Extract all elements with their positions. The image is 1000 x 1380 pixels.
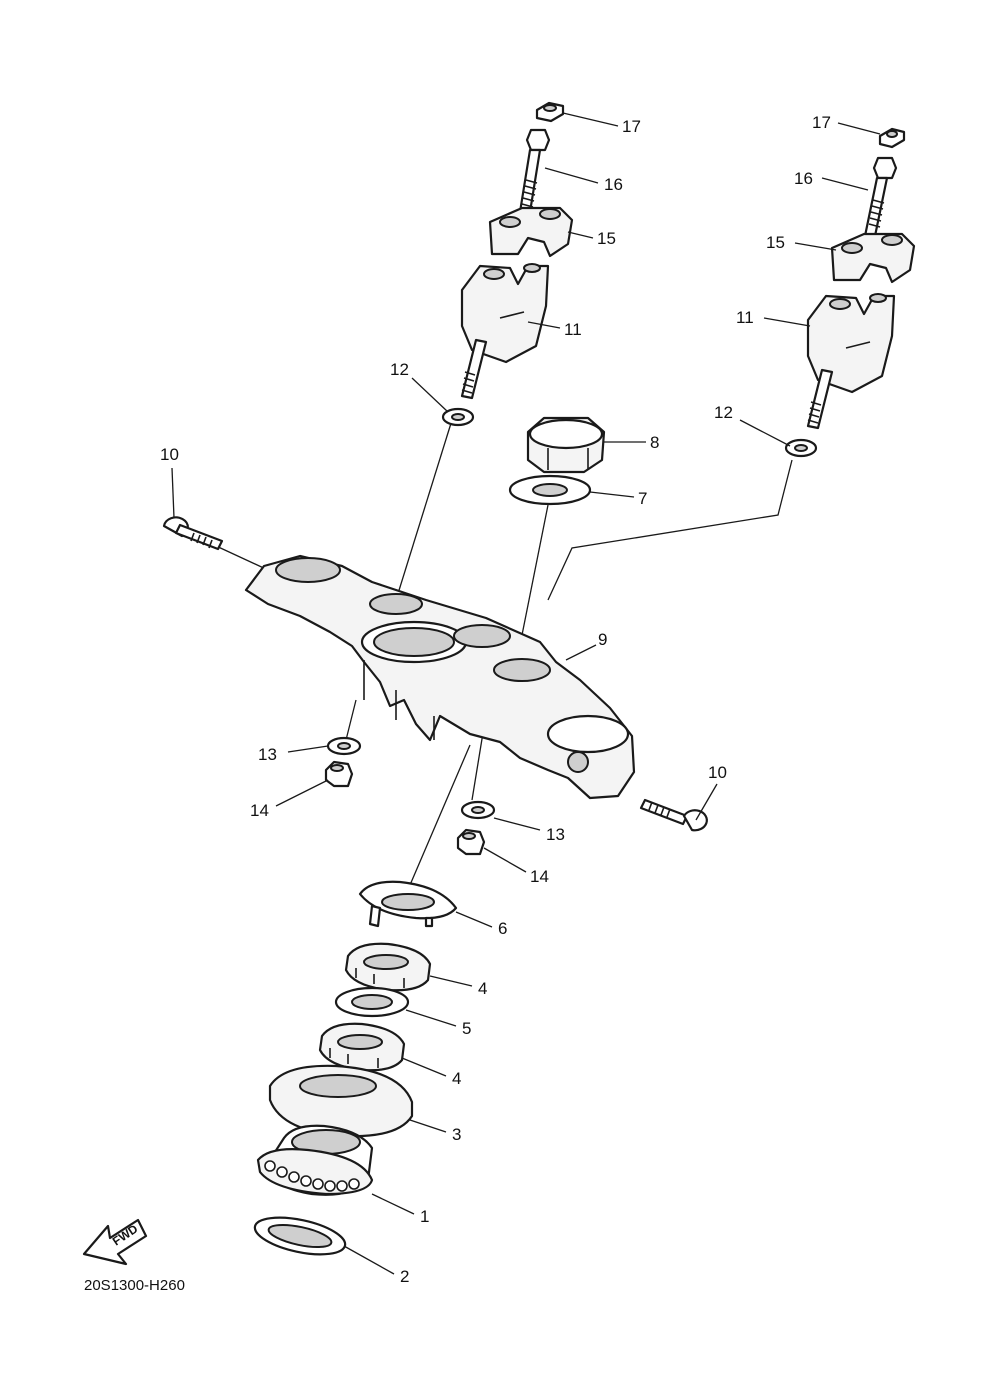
riser-11-left xyxy=(460,263,550,400)
callout-10-left: 10 xyxy=(160,445,179,464)
diagram-code: 20S1300-H260 xyxy=(84,1277,185,1294)
forward-arrow-icon: FWD xyxy=(82,1218,148,1266)
callout-13-left: 13 xyxy=(258,745,277,764)
ring-nut-4-upper xyxy=(344,942,432,992)
bolt-16-right xyxy=(863,156,898,238)
washer-7 xyxy=(508,474,592,506)
axis-left-nut xyxy=(345,699,357,741)
clamp-15-right xyxy=(830,232,916,284)
callout-11-left: 11 xyxy=(564,320,582,339)
washer-13-left xyxy=(326,736,362,756)
callout-14-left: 14 xyxy=(250,801,269,820)
bolt-10-left xyxy=(162,516,224,551)
callout-17-right: 17 xyxy=(812,113,831,132)
callout-4-upper: 4 xyxy=(478,979,487,998)
axis-right-riser xyxy=(547,459,793,601)
callout-5: 5 xyxy=(462,1019,471,1038)
callout-16-left: 16 xyxy=(604,175,623,194)
callout-8: 8 xyxy=(650,433,659,452)
washer-12-left xyxy=(441,407,475,427)
stem-nut-8 xyxy=(526,416,606,474)
ring-nut-4-lower xyxy=(318,1022,406,1072)
seal-2 xyxy=(253,1216,347,1256)
lock-washer-6 xyxy=(358,880,458,928)
axis-stem-lower xyxy=(409,744,471,886)
riser-11-right xyxy=(806,293,896,430)
axis-left-bolt xyxy=(213,544,269,571)
callout-4-lower: 4 xyxy=(452,1069,461,1088)
washer-13-right xyxy=(460,800,496,820)
axis-left-riser xyxy=(395,419,453,601)
washer-12-right xyxy=(784,438,818,458)
leader-lines xyxy=(171,112,881,1275)
callout-9: 9 xyxy=(598,630,607,649)
callout-15-right: 15 xyxy=(766,233,785,252)
nut-14-right xyxy=(456,828,486,856)
callout-14-right: 14 xyxy=(530,867,549,886)
rubber-washer-5 xyxy=(334,986,410,1018)
bearing-cover-3 xyxy=(268,1064,414,1138)
callout-1: 1 xyxy=(420,1207,429,1226)
callout-2: 2 xyxy=(400,1267,409,1286)
callout-11-right: 11 xyxy=(736,308,754,327)
callout-12-left: 12 xyxy=(390,360,409,379)
callout-3: 3 xyxy=(452,1125,461,1144)
bolt-16-left xyxy=(518,128,551,214)
clamp-15-left xyxy=(488,206,574,258)
ball-bearing-1 xyxy=(256,1124,374,1196)
cap-17-right xyxy=(878,127,906,149)
bolt-10-right xyxy=(639,798,708,832)
callout-10-right: 10 xyxy=(708,763,727,782)
callout-6: 6 xyxy=(498,919,507,938)
callout-15-left: 15 xyxy=(597,229,616,248)
callout-17-left: 17 xyxy=(622,117,641,136)
callout-7: 7 xyxy=(638,489,647,508)
callout-12-right: 12 xyxy=(714,403,733,422)
nut-14-left xyxy=(324,760,354,788)
callout-13-right: 13 xyxy=(546,825,565,844)
upper-bracket-9 xyxy=(244,554,636,800)
axis-stem-upper xyxy=(519,504,549,646)
callout-labels: 17 17 16 16 15 15 11 11 12 12 8 7 10 9 1… xyxy=(160,113,831,1286)
callout-16-right: 16 xyxy=(794,169,813,188)
cap-17-left xyxy=(535,101,565,123)
